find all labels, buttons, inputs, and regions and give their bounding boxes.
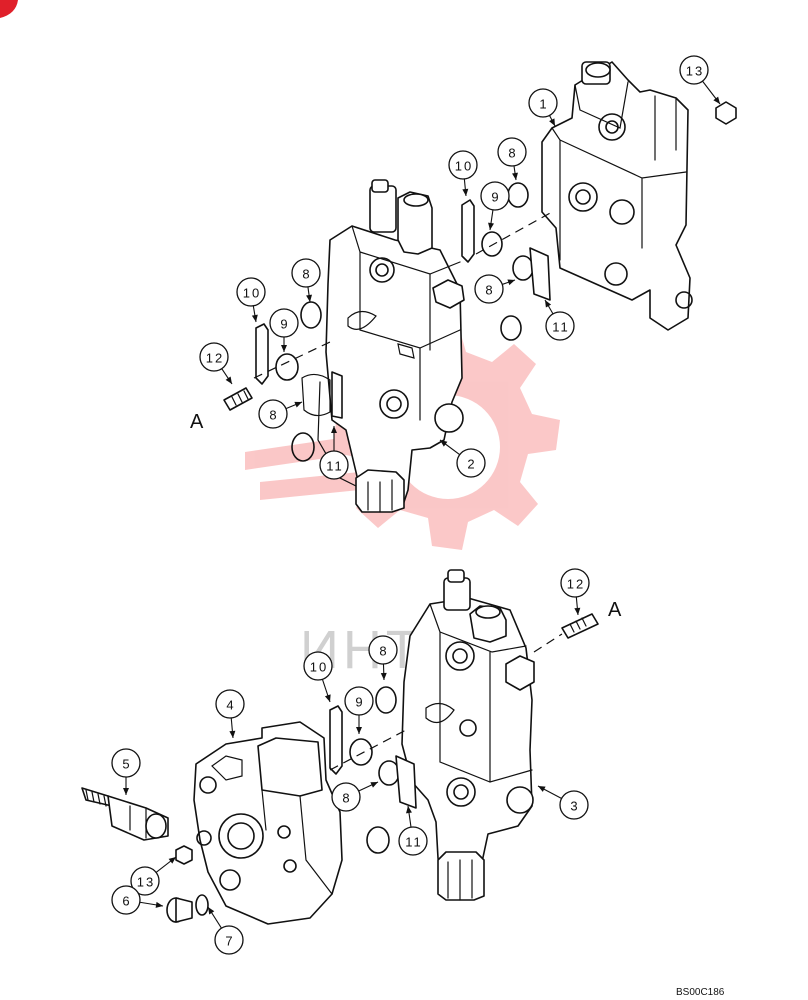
o-ring-8-a [507, 182, 529, 208]
callout-8: 8 [474, 274, 516, 304]
callout-label: 4 [226, 698, 235, 713]
o-ring-8-e [291, 432, 315, 462]
nut-13-upper [715, 101, 737, 125]
callout-12: 12 [560, 568, 590, 616]
callout-label: 8 [508, 146, 517, 161]
callout-6: 6 [111, 885, 164, 915]
callout-8: 8 [368, 635, 398, 681]
o-ring-9-a [481, 231, 503, 257]
callout-label: 12 [206, 351, 224, 366]
callout-label: 9 [280, 317, 289, 332]
callout-label: 3 [570, 799, 579, 814]
callout-label: 1 [539, 97, 548, 112]
callout-5: 5 [111, 748, 141, 795]
seal-10-lower [329, 705, 343, 775]
plug-6 [166, 897, 193, 923]
callout-10: 10 [236, 277, 266, 323]
section-marker-a-upper: A [190, 411, 204, 433]
callout-11: 11 [398, 805, 428, 856]
callout-4: 4 [215, 689, 245, 739]
callout-label: 11 [326, 459, 344, 474]
part-spool-section-lower [401, 569, 535, 901]
o-ring-8-h [366, 826, 390, 854]
callout-1: 1 [528, 88, 558, 127]
plate-11-upper [529, 247, 551, 301]
o-ring-9-b [275, 353, 299, 381]
callout-group: 1 13 10 8 9 8 11 8 10 9 12 8 11 2 12 10 8 9 4 5 8 3 11 13 6 7 [111, 55, 721, 955]
callout-13: 13 [130, 856, 177, 896]
callout-8: 8 [258, 399, 303, 429]
callout-label: 11 [405, 835, 423, 850]
o-ring-7 [195, 894, 209, 916]
callout-11: 11 [544, 299, 575, 341]
callout-10: 10 [303, 651, 333, 703]
callout-label: 10 [455, 159, 473, 174]
callout-label: 7 [225, 934, 234, 949]
callout-9: 9 [344, 686, 374, 734]
callout-label: 9 [355, 695, 364, 710]
plate-11-lower [395, 755, 417, 809]
callout-label: 11 [552, 320, 570, 335]
pin-12-upper [223, 387, 253, 411]
callout-label: 10 [310, 660, 328, 675]
callout-11: 11 [319, 426, 349, 480]
callout-label: 8 [342, 791, 351, 806]
callout-label: 8 [485, 283, 494, 298]
callout-10: 10 [448, 150, 478, 197]
callout-label: 6 [122, 894, 131, 909]
nut-13-lower [175, 845, 193, 865]
part-end-section [541, 61, 693, 331]
callout-label: 10 [243, 286, 261, 301]
o-ring-8-d [300, 301, 322, 329]
callout-label: 13 [686, 64, 704, 79]
corner-badge-icon [0, 0, 18, 18]
callout-label: 9 [491, 190, 500, 205]
callout-label: 8 [302, 267, 311, 282]
callout-label: 13 [137, 875, 155, 890]
relief-valve-5 [81, 787, 169, 841]
section-marker-a-lower: A [608, 599, 622, 621]
callout-label: 5 [122, 757, 131, 772]
callout-label: 2 [467, 457, 476, 472]
pin-12-lower [561, 613, 599, 639]
callout-label: 8 [269, 408, 278, 423]
o-ring-8-c [500, 315, 522, 341]
o-ring-9-c [349, 738, 373, 766]
callout-3: 3 [537, 785, 589, 820]
alignment-line-lower-1 [533, 633, 563, 653]
reference-code: BS00C186 [676, 987, 725, 998]
callout-8: 8 [331, 781, 379, 812]
seal-10-upper [461, 199, 475, 263]
callout-9: 9 [480, 181, 510, 231]
callout-label: 12 [567, 577, 585, 592]
o-ring-8-f [375, 686, 397, 714]
callout-12: 12 [199, 342, 233, 385]
callout-label: 8 [379, 644, 388, 659]
callout-8: 8 [291, 258, 321, 303]
callout-2: 2 [439, 439, 486, 478]
o-ring-8-b [512, 255, 534, 281]
callout-8: 8 [497, 137, 527, 181]
callout-9: 9 [269, 308, 299, 352]
callout-7: 7 [207, 906, 244, 955]
seal-10-mid [255, 323, 269, 385]
part-inlet-section [193, 721, 343, 925]
part-spool-section-upper [301, 179, 465, 513]
callout-13: 13 [679, 55, 721, 105]
